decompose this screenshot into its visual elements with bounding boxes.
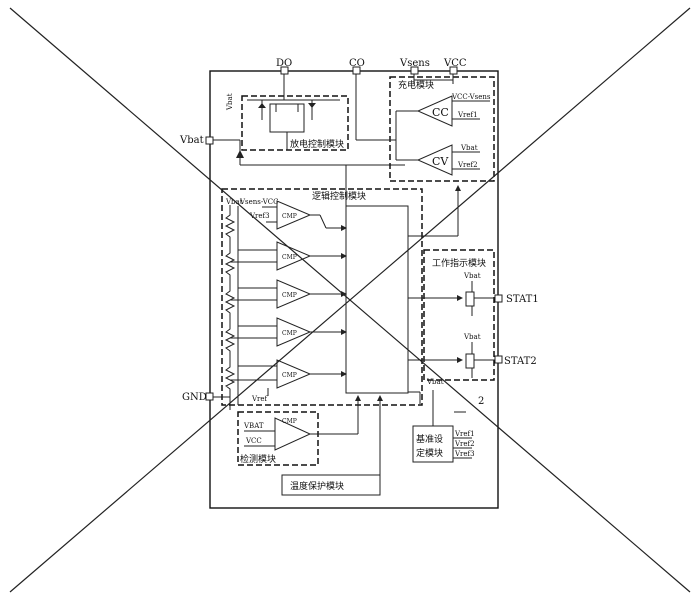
pin-vcc-label: VCC: [443, 58, 467, 69]
cross-line-2: [9, 7, 691, 593]
logic-module-label: 逻辑控制模块: [312, 190, 366, 202]
charge-module-label: 充电模块: [398, 79, 434, 91]
ladder-top-vbat: Vbat: [225, 198, 243, 206]
cmp-3-label: CMP: [282, 292, 297, 299]
discharge-module-box: [241, 95, 349, 151]
cc-input-vcc-vsens: VCC-Vsens: [451, 93, 491, 101]
detect-module-box: [237, 411, 319, 466]
cmp-3: [276, 279, 312, 309]
t2-vbat-label: Vbat: [463, 333, 481, 341]
cmp-2: [276, 241, 312, 271]
ref-out-vref3: Vref3: [454, 450, 475, 458]
logic-module-box: [221, 188, 423, 406]
num-2-label: 2: [478, 396, 484, 407]
pin-stat1-label: STAT1: [506, 294, 539, 305]
discharge-module-label: 放电控制模块: [290, 138, 344, 150]
temp-module-label: 温度保护模块: [290, 480, 344, 492]
cv-amp-label: CV: [432, 155, 449, 168]
t1-body: [465, 291, 475, 307]
cmp-vref-label: Vref: [251, 395, 269, 403]
pin-do-label: DO: [276, 58, 292, 69]
pin-vsens-label: Vsens: [399, 58, 430, 69]
charge-module-box: [389, 76, 495, 182]
detect-cmp: [274, 417, 312, 451]
pin-stat2-label: STAT2: [504, 356, 537, 367]
pin-stat2-pad: [494, 355, 503, 364]
cmp-1-out-b: [319, 214, 327, 229]
cc-amp-label: CC: [432, 106, 449, 119]
pin-stat1-pad: [494, 294, 503, 303]
status-vbat-label: Vbat: [426, 378, 444, 386]
logic-core-block: [345, 205, 409, 394]
t1-vbat-label: Vbat: [463, 272, 481, 280]
ref-out-vref1: Vref1: [454, 430, 475, 438]
cmp-4-label: CMP: [282, 330, 297, 337]
status-module-label: 工作指示模块: [432, 257, 486, 269]
reference-module-box: [412, 425, 454, 463]
cmp-1-label: CMP: [282, 213, 297, 220]
pin-gnd-pad: [205, 392, 214, 401]
mos-right-arrow: [308, 103, 316, 108]
cc-amplifier: [416, 95, 453, 127]
t2-body: [465, 353, 475, 369]
detect-module-label: 检测模块: [240, 453, 276, 465]
pin-vbat-label: Vbat: [179, 135, 204, 146]
cc-input-vref1: Vref1: [457, 111, 478, 119]
cmp-1-in-vref3: Vref3: [249, 212, 270, 220]
cv-input-vbat: Vbat: [460, 144, 478, 152]
status-module-box: [423, 249, 495, 381]
resistor-ladder: [224, 205, 236, 405]
pin-gnd-label: GND: [182, 392, 207, 403]
reference-label-2: 定模块: [416, 447, 443, 459]
mos-body: [269, 103, 305, 133]
cmp-5-label: CMP: [282, 372, 297, 379]
pin-co-label: CO: [349, 58, 365, 69]
reference-label-1: 基准设: [416, 433, 443, 445]
discharge-in-arrow: [236, 150, 244, 158]
mos-vbat-label: Vbat: [226, 93, 234, 111]
cv-amplifier: [416, 144, 453, 176]
pin-vbat-pad: [205, 136, 214, 145]
ref-out-vref2: Vref2: [454, 440, 475, 448]
cmp-1: [276, 200, 312, 230]
cv-input-vref2: Vref2: [457, 161, 478, 169]
detect-cmp-label: CMP: [282, 418, 297, 425]
detect-in-vcc: VCC: [245, 437, 262, 445]
cmp-2-label: CMP: [282, 254, 297, 261]
cmp-5: [276, 359, 312, 389]
cmp-4: [276, 317, 312, 347]
detect-in-vbat: VBAT: [243, 422, 264, 430]
mos-left-arrow: [258, 103, 266, 108]
cmp-1-in-vsens-vcc: Vsens-VCC: [239, 198, 279, 206]
